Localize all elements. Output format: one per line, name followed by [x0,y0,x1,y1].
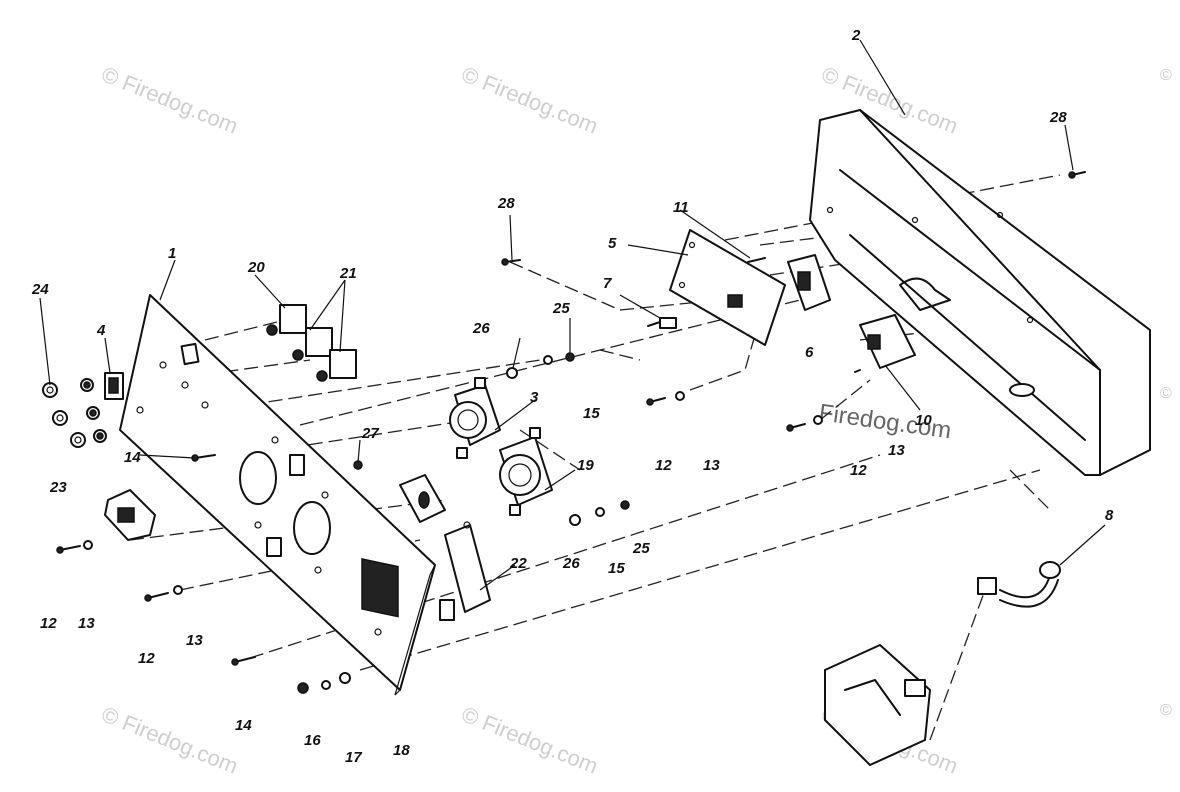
rocker-switch [104,372,124,400]
watermark-symbol: © [1160,67,1172,84]
watermark-symbol: © [1160,702,1172,719]
part-label: 3 [530,389,539,406]
receptacle-bracket [439,521,491,621]
part-label: 26 [472,320,490,337]
part-label: 23 [49,479,67,496]
part-label: 5 [608,235,617,252]
part-label: 14 [124,449,141,466]
watermark-text: © Firedog.com [458,701,601,778]
part-label: 12 [138,650,155,667]
part-label: 1 [168,245,176,262]
part-label: 28 [1049,109,1067,126]
receptacle-cover [104,489,156,541]
part-label: 11 [673,199,689,216]
part-label: 13 [888,442,905,459]
part-label: 4 [96,322,106,339]
connector-parts [647,257,766,329]
part-label: 15 [583,405,600,422]
relay-block [854,314,916,373]
part-label: 18 [393,742,410,759]
leader-lines [39,39,1106,591]
outlet-receptacles [449,377,553,516]
part-label: 17 [345,749,362,766]
part-label: 15 [608,560,625,577]
part-labels: 1 2 3 4 5 6 7 8 10 11 12 12 12 12 13 13 … [31,27,1114,766]
watermark-text: © Firedog.com [458,61,601,138]
watermark-text: © Firedog.com [98,61,241,138]
cable-harness [824,561,1061,766]
part-label: 12 [40,615,57,632]
rear-housing-box [809,109,1151,476]
part-label: 24 [31,281,49,298]
watermark-text: © Firedog.com [98,701,241,778]
part-label: 12 [655,457,672,474]
part-label: 6 [805,344,814,361]
part-label: 22 [509,555,527,572]
part-label: 13 [78,615,95,632]
screws [56,171,1086,694]
twist-lock-outlet [399,474,446,523]
relay-switch [787,254,831,311]
part-label: 20 [247,259,265,276]
breaker-buttons [266,304,357,382]
part-label: 26 [562,555,580,572]
washers-left [42,378,107,448]
part-label: 13 [703,457,720,474]
circuit-board [669,229,786,346]
part-label: 19 [577,457,594,474]
part-label: 25 [632,540,650,557]
part-label: 14 [235,717,252,734]
part-label: 13 [186,632,203,649]
part-label: 27 [361,425,379,442]
part-label: 2 [851,27,861,44]
part-label: 12 [850,462,867,479]
part-label: 10 [915,412,932,429]
watermark-symbol: © [1160,385,1172,402]
front-control-panel [119,294,436,696]
part-label: 16 [304,732,321,749]
part-label: 8 [1105,507,1114,524]
part-label: 28 [497,195,515,212]
part-label: 21 [339,265,357,282]
part-label: 7 [603,275,612,292]
part-label: 25 [552,300,570,317]
